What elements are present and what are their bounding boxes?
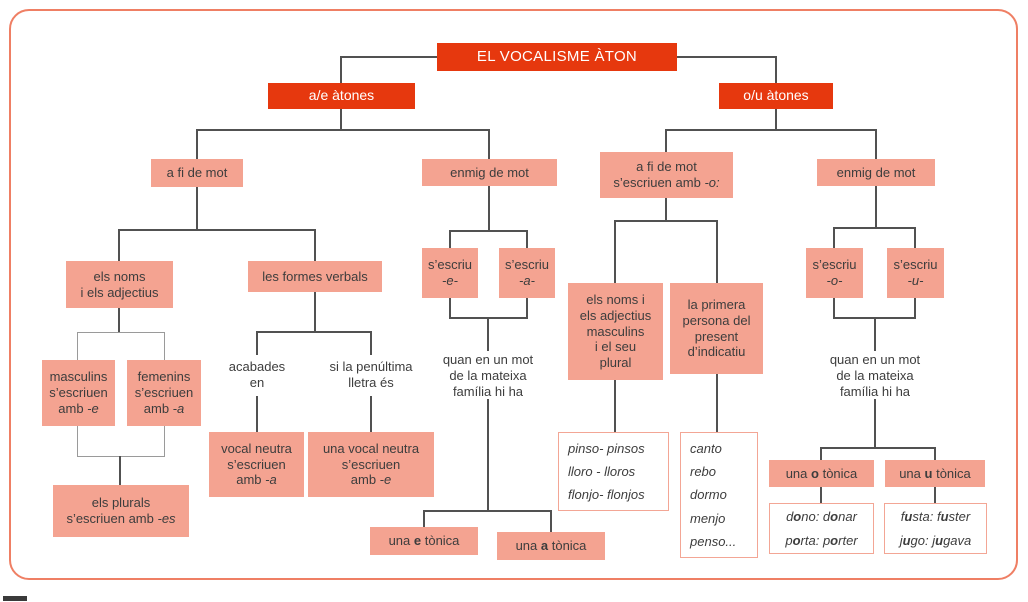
node-ou-enmig-de-mot: enmig de mot — [817, 159, 935, 186]
connector-line — [340, 56, 342, 84]
connector-line — [665, 129, 877, 131]
connector-line — [665, 129, 667, 153]
node-noms-adjectius-masculins: els noms i els adjectius masculins i el … — [568, 283, 663, 380]
connector-line — [77, 425, 78, 457]
connector-line — [256, 331, 372, 333]
connector-line — [196, 129, 198, 160]
connector-line — [487, 399, 489, 512]
text-acabades-en: acabades en — [228, 359, 286, 390]
cropped-mark — [3, 596, 27, 601]
connector-line — [934, 487, 936, 504]
connector-line — [716, 220, 718, 284]
connector-line — [833, 227, 916, 229]
connector-line — [716, 373, 718, 433]
connector-line — [449, 230, 528, 232]
connector-line — [820, 487, 822, 504]
node-escriu-u: s’escriu-u- — [887, 248, 944, 298]
connector-line — [314, 292, 316, 333]
connector-line — [423, 510, 552, 512]
connector-line — [370, 331, 372, 355]
node-noms-adjectius: els noms i els adjectius — [66, 261, 173, 308]
node-una-u-tonica: una u tònica — [885, 460, 985, 487]
connector-line — [449, 297, 451, 319]
connector-line — [526, 297, 528, 319]
connector-line — [77, 332, 165, 333]
connector-line — [488, 129, 490, 160]
node-primera-persona: la primera persona del present d’indicat… — [670, 283, 763, 374]
connector-line — [775, 109, 777, 131]
connector-line — [526, 230, 528, 249]
node-branch-ae: a/e àtones — [268, 83, 415, 109]
node-formes-verbals: les formes verbals — [248, 261, 382, 292]
connector-line — [340, 109, 342, 131]
connector-line — [665, 198, 667, 222]
node-una-e-tonica: una e tònica — [370, 527, 478, 555]
connector-line — [676, 56, 776, 58]
example-pinso-lloro-flonjo: pinso- pinsos lloro - lloros flonjo- flo… — [558, 432, 669, 511]
connector-line — [118, 229, 316, 231]
connector-line — [77, 456, 165, 457]
node-escriu-e: s’escriu-e- — [422, 248, 478, 298]
connector-line — [256, 331, 258, 355]
connector-line — [164, 425, 165, 457]
connector-line — [314, 229, 316, 262]
connector-line — [77, 332, 78, 361]
connector-line — [914, 297, 916, 319]
connector-line — [614, 220, 616, 284]
connector-line — [934, 447, 936, 461]
node-escriu-o: s’escriu-o- — [806, 248, 863, 298]
text-quan-mateixa-familia-ae: quan en un mot de la mateixa família hi … — [442, 352, 534, 399]
connector-line — [775, 56, 777, 84]
connector-line — [341, 56, 438, 58]
connector-line — [914, 227, 916, 249]
node-escriu-a: s’escriu-a- — [499, 248, 555, 298]
connector-line — [875, 129, 877, 160]
connector-line — [875, 186, 877, 229]
connector-line — [449, 230, 451, 249]
node-una-o-tonica: una o tònica — [769, 460, 874, 487]
connector-line — [164, 332, 165, 361]
connector-line — [614, 379, 616, 433]
connector-line — [833, 227, 835, 249]
example-canto-rebo: canto rebo dormo menjo penso... — [680, 432, 758, 558]
connector-line — [874, 317, 876, 351]
connector-line — [820, 447, 936, 449]
node-branch-ou: o/u àtones — [719, 83, 833, 109]
node-title: EL VOCALISME ÀTON — [437, 43, 677, 71]
connector-line — [196, 129, 490, 131]
connector-line — [118, 307, 120, 333]
text-penultima-lletra: si la penúltima lletra és — [329, 359, 413, 390]
connector-line — [614, 220, 718, 222]
connector-line — [833, 297, 835, 319]
diagram-border — [9, 9, 1018, 580]
connector-line — [488, 186, 490, 232]
connector-line — [820, 447, 822, 461]
connector-line — [487, 317, 489, 351]
connector-line — [423, 510, 425, 528]
node-ae-fi-de-mot: a fi de mot — [151, 159, 243, 187]
connector-line — [874, 399, 876, 449]
text-quan-mateixa-familia-ou: quan en un mot de la mateixa família hi … — [829, 352, 921, 399]
connector-line — [119, 456, 121, 486]
connector-line — [196, 186, 198, 231]
connector-line — [550, 510, 552, 533]
node-ae-enmig-de-mot: enmig de mot — [422, 159, 557, 186]
connector-line — [118, 229, 120, 262]
connector-line — [256, 396, 258, 433]
node-una-a-tonica: una a tònica — [497, 532, 605, 560]
connector-line — [370, 396, 372, 433]
